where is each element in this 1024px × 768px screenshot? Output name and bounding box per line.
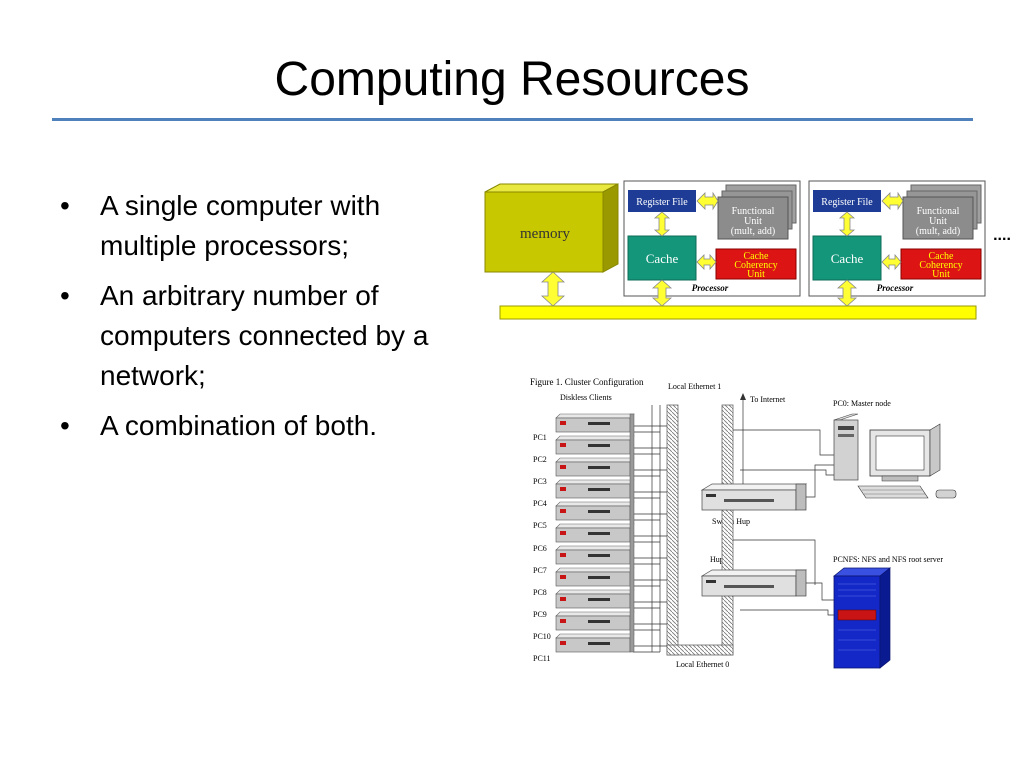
bullet-item: • A single computer with multiple process… (60, 186, 480, 266)
client-label: PC4 (533, 499, 547, 508)
svg-text:Unit: Unit (744, 216, 762, 227)
client-connectors (633, 405, 667, 653)
functional-unit-label: Functional (917, 206, 960, 217)
register-file-box (628, 190, 696, 212)
ethernet-bus-bottom (666, 644, 734, 656)
to-internet-label: To Internet (750, 395, 786, 404)
register-file-box (813, 190, 881, 212)
network-lines (733, 396, 835, 616)
client-pc: PC5 (533, 501, 635, 530)
svg-text:Unit: Unit (929, 216, 947, 227)
hub-label: Hup (710, 555, 724, 564)
processor-1: Register File Functional Unit (mult, add… (623, 180, 801, 297)
client-pc: PC11 (533, 633, 635, 663)
client-pc: PC9 (533, 589, 635, 619)
memory-bus (499, 305, 977, 320)
keyboard-icon (857, 485, 929, 499)
double-arrow-icon (836, 279, 858, 307)
svg-text:Coherency: Coherency (919, 260, 962, 271)
coherency-unit-label: Cache (744, 251, 770, 262)
register-file-label: Register File (821, 197, 873, 208)
cache-box (627, 235, 697, 281)
client-label: PC6 (533, 544, 547, 553)
bullet-dot: • (60, 280, 70, 311)
client-label: PC1 (533, 433, 547, 442)
svg-text:Coherency: Coherency (734, 260, 777, 271)
coherency-unit-label: Cache (929, 251, 955, 262)
continuation-ellipsis: .... (993, 227, 1011, 244)
mouse-icon (935, 489, 957, 499)
client-stack: PC1 PC2 PC3 PC4 PC5 (533, 413, 635, 663)
bullet-text: A single computer with multiple processo… (100, 190, 381, 261)
bullet-item: • An arbitrary number of computers connec… (60, 276, 480, 396)
client-label: PC7 (533, 566, 547, 575)
nfs-server-label: PCNFS: NFS and NFS root server (833, 555, 943, 564)
double-arrow-icon (653, 211, 671, 237)
hub-device (700, 569, 808, 597)
slide-title: Computing Resources (274, 53, 750, 106)
processor-2: Register File Functional Unit (mult, add… (808, 180, 986, 297)
svg-text:Unit: Unit (932, 269, 950, 280)
bullet-list: • A single computer with multiple process… (60, 186, 480, 456)
bullet-dot: • (60, 190, 70, 221)
bullet-dot: • (60, 410, 70, 441)
client-label: PC9 (533, 610, 547, 619)
client-label: PC8 (533, 588, 547, 597)
cache-label: Cache (831, 251, 864, 266)
master-node-pc (833, 413, 957, 499)
double-arrow-icon (696, 191, 719, 211)
functional-unit-box (902, 196, 974, 240)
processor-caption: Processor (877, 283, 914, 293)
coherency-unit-box (715, 248, 797, 280)
double-arrow-icon (540, 271, 566, 307)
functional-unit-box (717, 196, 789, 240)
cache-label: Cache (646, 251, 679, 266)
bullet-text: An arbitrary number of computers connect… (100, 280, 429, 391)
client-label: PC3 (533, 477, 547, 486)
client-pc: PC8 (533, 567, 635, 597)
svg-text:(mult, add): (mult, add) (731, 226, 775, 237)
coherency-unit-box (900, 248, 982, 280)
svg-text:(mult, add): (mult, add) (916, 226, 960, 237)
svg-text:Unit: Unit (747, 269, 765, 280)
title-underline (52, 118, 973, 121)
client-pc: PC2 (533, 435, 635, 464)
double-arrow-icon (838, 211, 856, 237)
double-arrow-icon (881, 253, 902, 271)
register-file-label: Register File (636, 197, 688, 208)
nfs-server-body (833, 575, 881, 669)
client-label: PC5 (533, 521, 547, 530)
switch-hub-device (700, 483, 808, 511)
master-node-label: PC0: Master node (833, 399, 891, 408)
client-pc: PC4 (533, 479, 635, 508)
monitor-screen (875, 435, 925, 471)
functional-unit-label: Functional (732, 206, 775, 217)
bullet-text: A combination of both. (100, 410, 378, 441)
ethernet-bus-left (666, 404, 679, 656)
bullet-item: • A combination of both. (60, 406, 480, 446)
diskless-clients-label: Diskless Clients (560, 393, 612, 402)
client-label: PC10 (533, 632, 551, 641)
figure-caption: Figure 1. Cluster Configuration (530, 377, 644, 387)
nfs-server (833, 567, 891, 669)
arrow-up-icon (740, 393, 746, 400)
client-pc: PC1 (533, 413, 635, 442)
client-label: PC11 (533, 654, 551, 663)
double-arrow-icon (881, 191, 904, 211)
ethernet-bus-right (721, 404, 734, 656)
local-ethernet-1-label: Local Ethernet 1 (668, 382, 721, 391)
double-arrow-icon (651, 279, 673, 307)
local-ethernet-0-label: Local Ethernet 0 (676, 660, 729, 669)
double-arrow-icon (696, 253, 717, 271)
client-stack-side (629, 413, 635, 653)
client-label: PC2 (533, 455, 547, 464)
processor-caption: Processor (692, 283, 729, 293)
memory-label: memory (520, 226, 570, 242)
memory-block (484, 191, 604, 273)
